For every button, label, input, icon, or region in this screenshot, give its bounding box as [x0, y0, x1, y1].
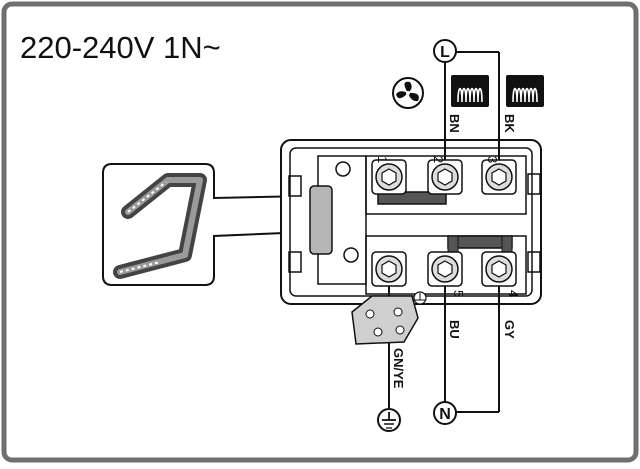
terminal-screw-5	[427, 251, 463, 287]
wire-label-bn: BN	[447, 114, 462, 133]
fan-icon	[392, 77, 424, 109]
live-wires	[444, 51, 500, 160]
heating-element-icon-bn	[451, 75, 489, 107]
terminal-screw-2	[427, 159, 463, 195]
terminal-screw-1	[371, 159, 407, 195]
terminal-number-1: 1	[375, 156, 390, 163]
neutral-wires	[444, 286, 500, 413]
wire-label-bu: BU	[447, 320, 462, 339]
ground-bracket	[351, 291, 427, 345]
live-node-label: L	[440, 44, 450, 61]
terminal-screw-ground	[371, 251, 407, 287]
terminal-screw-4	[481, 251, 517, 287]
terminal-screw-3	[481, 159, 517, 195]
wire-label-gy: GY	[502, 320, 517, 339]
terminal-number-4: 4	[506, 290, 521, 297]
neutral-node-label: N	[439, 406, 451, 423]
voltage-title: 220-240V 1N~	[20, 30, 221, 65]
terminal-number-3: 3	[485, 156, 500, 163]
terminal-number-5: 5	[451, 290, 466, 297]
wire-label-bk: BK	[502, 114, 517, 133]
terminal-number-2: 2	[431, 156, 446, 163]
wire-label-gnye: GN/YE	[391, 348, 406, 389]
bridge-clip-icon	[113, 173, 207, 279]
ground-icon	[377, 408, 401, 432]
neutral-node: N	[433, 401, 457, 425]
bridge-clip-callout	[102, 163, 309, 286]
live-node: L	[433, 39, 457, 63]
heating-element-icon-bk	[506, 75, 544, 107]
